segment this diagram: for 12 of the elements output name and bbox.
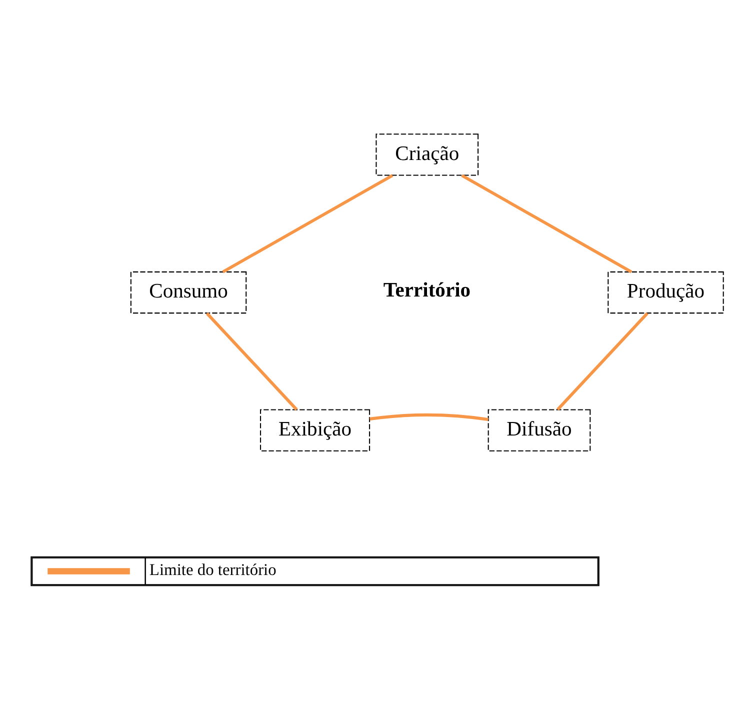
node-box: Difusão	[488, 408, 591, 451]
label: Território	[383, 279, 471, 302]
node-box: Consumo	[130, 270, 247, 314]
node-box: Criação	[376, 133, 479, 176]
node-box: Exibição	[260, 408, 370, 451]
node-box: Produção	[608, 270, 724, 314]
legend-label: Limite do território	[149, 560, 276, 579]
connector	[370, 412, 488, 421]
connector	[556, 312, 648, 410]
connector	[206, 312, 298, 410]
connector	[461, 174, 632, 273]
connector	[222, 174, 394, 273]
